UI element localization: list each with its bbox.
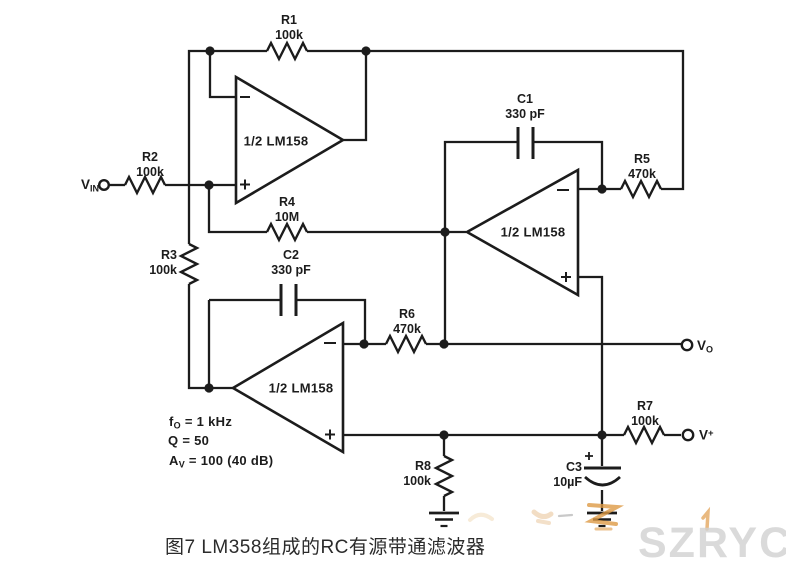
- annotation-f0: fO = 1 kHz: [169, 414, 233, 431]
- r3-ref: R3: [161, 248, 177, 262]
- resistor-r7-symbol: [622, 425, 666, 445]
- label-r5: R5 470k: [628, 152, 656, 182]
- wire-network: [109, 49, 685, 511]
- junction-dots: [204, 46, 607, 440]
- annotation-q: Q = 50: [168, 433, 210, 448]
- r1-ref: R1: [281, 13, 297, 27]
- a3-plus-input-icon: [325, 429, 335, 440]
- terminal-vout-label: VO: [697, 338, 714, 355]
- r2-value: 100k: [136, 165, 164, 179]
- label-r8: R8 100k: [403, 459, 431, 489]
- opamp-a1-label: 1/2 LM158: [243, 133, 309, 149]
- r8-ref: R8: [415, 459, 431, 473]
- c2-ref: C2: [283, 248, 299, 262]
- terminal-vin-circle: [97, 178, 110, 191]
- ground-icon-r8: [427, 511, 461, 528]
- c2-value: 330 pF: [271, 263, 311, 277]
- highlight-scribbles: [468, 503, 711, 531]
- capacitor-c3-symbol: [584, 452, 621, 487]
- r3-value: 100k: [149, 263, 177, 277]
- capacitor-c2-symbol: [279, 284, 298, 316]
- watermark-text: SZRYC: [638, 519, 786, 565]
- r8-value: 100k: [403, 474, 431, 488]
- opamp-a1-symbol: [234, 74, 346, 206]
- label-c1: C1 330 pF: [505, 92, 545, 122]
- terminal-vin-label: VIN: [80, 177, 99, 194]
- c1-ref: C1: [517, 92, 533, 106]
- c1-value: 330 pF: [505, 107, 545, 121]
- terminal-vplus-circle: [681, 428, 695, 442]
- a1-plus-input-icon: [240, 179, 250, 190]
- resistor-r8-symbol: [434, 454, 454, 498]
- opamp-a2-label: 1/2 LM158: [500, 224, 566, 240]
- resistor-r3-symbol: [179, 242, 199, 286]
- label-r2: R2 100k: [136, 150, 164, 180]
- figure-caption: 图7 LM358组成的RC有源带通滤波器: [165, 537, 486, 558]
- label-r3: R3 100k: [149, 248, 177, 278]
- r7-ref: R7: [637, 399, 653, 413]
- resistor-r1-symbol: [265, 41, 309, 61]
- c3-value: 10µF: [553, 475, 582, 489]
- capacitor-c1-symbol: [516, 127, 535, 159]
- r1-value: 100k: [275, 28, 303, 42]
- r2-ref: R2: [142, 150, 158, 164]
- r6-ref: R6: [399, 307, 415, 321]
- r4-ref: R4: [279, 195, 295, 209]
- c3-ref: C3: [566, 460, 582, 474]
- terminal-vout-circle: [680, 338, 694, 352]
- r5-ref: R5: [634, 152, 650, 166]
- annotation-av: AV = 100 (40 dB): [169, 453, 274, 470]
- r5-value: 470k: [628, 167, 656, 181]
- resistor-r5-symbol: [619, 179, 663, 199]
- label-c3: C3 10µF: [553, 460, 582, 490]
- terminal-vplus-label: V+: [699, 427, 714, 443]
- opamp-a3-label: 1/2 LM158: [268, 380, 334, 396]
- label-r6: R6 470k: [393, 307, 421, 337]
- label-r1: R1 100k: [275, 13, 303, 43]
- a2-plus-input-icon: [561, 272, 571, 282]
- label-r4: R4 10M: [275, 195, 299, 225]
- r6-value: 470k: [393, 322, 421, 336]
- label-r7: R7 100k: [631, 399, 659, 429]
- opamp-a3-symbol: [230, 320, 345, 455]
- r4-value: 10M: [274, 210, 300, 224]
- resistor-r4-symbol: [265, 222, 309, 242]
- resistor-r6-symbol: [384, 334, 428, 354]
- opamp-a2-symbol: [464, 167, 580, 298]
- label-c2: C2 330 pF: [271, 248, 311, 278]
- r7-value: 100k: [631, 414, 659, 428]
- polarity-plus-icon: [585, 452, 593, 460]
